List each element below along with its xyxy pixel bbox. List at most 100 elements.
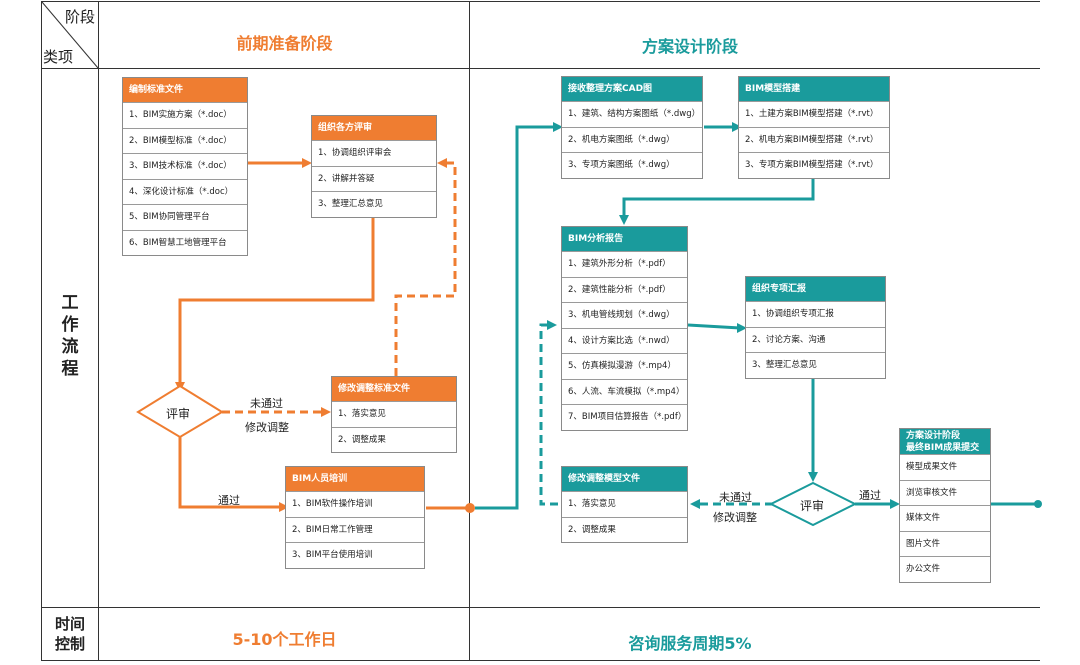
box-item: 2、讲解并答疑 — [312, 165, 436, 192]
box-title: BIM分析报告 — [562, 227, 687, 251]
border-left — [41, 1, 42, 661]
edge-label-pass-1: 通过 — [218, 494, 240, 507]
box-item: 4、深化设计标准（*.doc） — [123, 178, 247, 205]
box-item: 2、讨论方案、沟通 — [746, 326, 885, 353]
decision-label-2: 评审 — [800, 499, 825, 513]
time-col1: 5-10个工作日 — [232, 630, 337, 649]
training-box: BIM人员培训 1、BIM软件操作培训 2、BIM日常工作管理 3、BIM平台使… — [285, 466, 425, 569]
header-diagonal — [41, 1, 99, 69]
workflow-char: 程 — [61, 359, 79, 379]
box-item: 1、落实意见 — [332, 401, 456, 427]
box-title: 组织各方评审 — [312, 116, 436, 140]
workflow-label: 工 作 流 程 — [50, 292, 90, 380]
teal-arrowheads — [547, 122, 900, 509]
workflow-char: 工 — [61, 293, 79, 313]
box-title-line: 方案设计阶段 — [906, 431, 961, 441]
workflow-char: 作 — [61, 315, 79, 335]
deliverables-box: 方案设计阶段 最终BIM成果提交 模型成果文件 浏览审核文件 媒体文件 图片文件… — [899, 428, 991, 583]
box-item: 媒体文件 — [900, 505, 990, 531]
revise-model-box: 修改调整模型文件 1、落实意见 2、调整成果 — [561, 466, 688, 543]
box-title: 修改调整模型文件 — [562, 467, 687, 491]
time-row-divider — [41, 607, 1040, 608]
col1-title: 前期准备阶段 — [236, 34, 333, 53]
workflow-char: 流 — [61, 337, 79, 357]
junction-dot-teal — [1034, 500, 1042, 508]
arrow-junction-to-cad — [475, 125, 556, 510]
box-item: 4、设计方案比选（*.nwd） — [562, 327, 687, 354]
time-col2: 咨询服务周期5% — [628, 634, 752, 653]
box-item: 1、协调组织专项汇报 — [746, 301, 885, 327]
box-item: 3、专项方案图纸（*.dwg） — [562, 152, 702, 178]
analysis-box: BIM分析报告 1、建筑外形分析（*.pdf） 2、建筑性能分析（*.pdf） … — [561, 226, 688, 431]
box-item: 2、调整成果 — [332, 426, 456, 453]
arrow-revise-std-to-review — [394, 161, 457, 376]
box-item: 图片文件 — [900, 530, 990, 557]
arrow-analysis-to-report — [687, 323, 741, 330]
box-item: 3、机电管线规划（*.dwg） — [562, 302, 687, 328]
edge-label-adjust-1: 修改调整 — [245, 421, 289, 434]
box-title: BIM模型搭建 — [739, 77, 889, 101]
border-bottom — [41, 660, 1040, 661]
box-item: 2、BIM日常工作管理 — [286, 516, 424, 543]
box-title: 编制标准文件 — [123, 78, 247, 102]
box-item: 6、BIM智慧工地管理平台 — [123, 229, 247, 256]
report-box: 组织专项汇报 1、协调组织专项汇报 2、讨论方案、沟通 3、整理汇总意见 — [745, 276, 886, 379]
time-label: 时间 控制 — [44, 614, 96, 654]
box-title-line: 最终BIM成果提交 — [906, 443, 980, 453]
box-item: 3、整理汇总意见 — [312, 191, 436, 217]
header-row-divider — [41, 68, 1040, 69]
box-title: 修改调整标准文件 — [332, 377, 456, 401]
box-item: 办公文件 — [900, 556, 990, 582]
box-item: 3、专项方案BIM模型搭建（*.rvt） — [739, 152, 889, 178]
arrow-pass-to-training — [178, 437, 282, 509]
box-item: 2、机电方案图纸（*.dwg） — [562, 126, 702, 153]
box-item: 2、机电方案BIM模型搭建（*.rvt） — [739, 126, 889, 153]
box-item: 5、BIM协同管理平台 — [123, 204, 247, 230]
review-org-box: 组织各方评审 1、协调组织评审会 2、讲解并答疑 3、整理汇总意见 — [311, 115, 437, 218]
time-label-line: 控制 — [54, 635, 85, 653]
box-title: 方案设计阶段 最终BIM成果提交 — [900, 429, 990, 454]
box-item: 3、BIM技术标准（*.doc） — [123, 153, 247, 179]
box-item: 7、BIM项目估算报告（*.pdf） — [562, 404, 687, 430]
decision-diamond-2 — [768, 481, 858, 527]
border-top — [41, 1, 1040, 2]
box-item: 2、BIM模型标准（*.doc） — [123, 127, 247, 154]
box-item: 5、仿真模拟漫游（*.mp4） — [562, 353, 687, 379]
decision-label-1: 评审 — [166, 407, 191, 421]
edge-label-pass-2: 通过 — [859, 489, 881, 502]
edge-label-fail-1: 未通过 — [250, 397, 283, 410]
phase-label: 阶段 — [64, 8, 95, 26]
time-label-line: 时间 — [54, 615, 85, 633]
box-item: 1、土建方案BIM模型搭建（*.rvt） — [739, 101, 889, 127]
box-title: 组织专项汇报 — [746, 277, 885, 301]
box-item: 3、整理汇总意见 — [746, 352, 885, 378]
junction-dot-orange — [465, 503, 475, 513]
edge-label-fail-2: 未通过 — [719, 491, 752, 504]
box-item: 1、落实意见 — [562, 491, 687, 517]
box-item: 1、BIM实施方案（*.doc） — [123, 102, 247, 128]
model-box: BIM模型搭建 1、土建方案BIM模型搭建（*.rvt） 2、机电方案BIM模型… — [738, 76, 890, 179]
standards-box: 编制标准文件 1、BIM实施方案（*.doc） 2、BIM模型标准（*.doc）… — [122, 77, 248, 256]
edge-label-adjust-2: 修改调整 — [713, 511, 757, 524]
box-item: 1、协调组织评审会 — [312, 140, 436, 166]
box-item: 1、BIM软件操作培训 — [286, 491, 424, 517]
revise-std-box: 修改调整标准文件 1、落实意见 2、调整成果 — [331, 376, 457, 453]
box-item: 6、人流、车流模拟（*.mp4） — [562, 378, 687, 405]
box-item: 2、调整成果 — [562, 516, 687, 543]
phase-column-divider — [469, 1, 470, 661]
box-item: 1、建筑、结构方案图纸（*.dwg） — [562, 101, 702, 127]
arrow-review-to-decision — [178, 214, 375, 385]
arrow-revise-model-to-analysis — [539, 323, 558, 506]
box-item: 2、建筑性能分析（*.pdf） — [562, 276, 687, 303]
cad-box: 接收整理方案CAD图 1、建筑、结构方案图纸（*.dwg） 2、机电方案图纸（*… — [561, 76, 703, 179]
box-title: BIM人员培训 — [286, 467, 424, 491]
box-item: 模型成果文件 — [900, 454, 990, 480]
col2-title: 方案设计阶段 — [641, 37, 738, 56]
item-label: 类项 — [42, 48, 73, 66]
arrow-model-to-analysis — [622, 178, 815, 218]
box-item: 浏览审核文件 — [900, 479, 990, 506]
label-column-divider — [98, 1, 99, 661]
box-title: 接收整理方案CAD图 — [562, 77, 702, 101]
box-item: 3、BIM平台使用培训 — [286, 542, 424, 568]
